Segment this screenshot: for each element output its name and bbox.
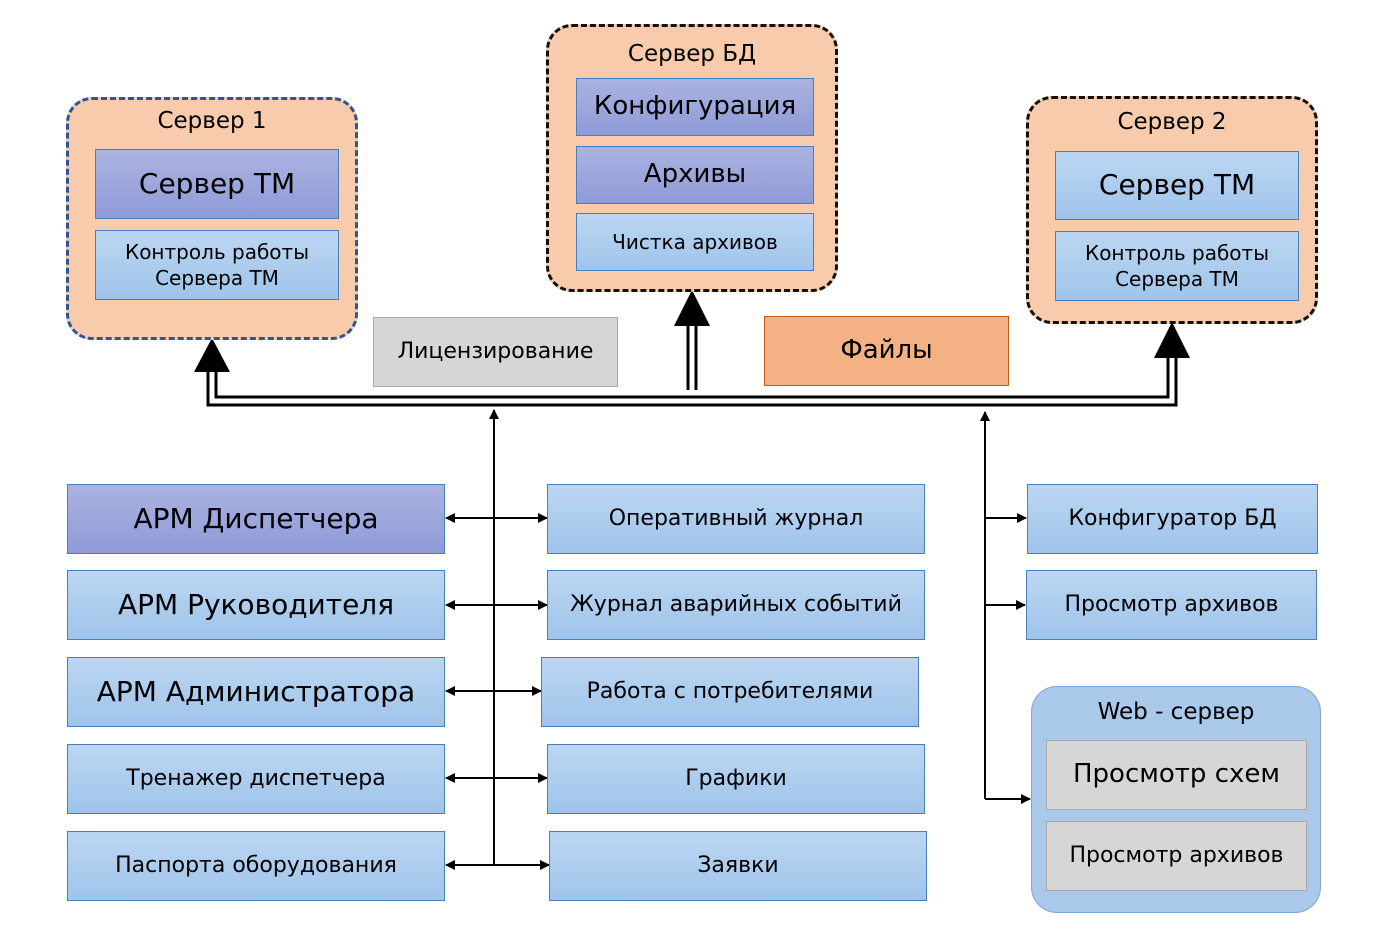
consumer-work: Работа с потребителями: [541, 657, 919, 727]
licensing-box: Лицензирование: [373, 317, 618, 387]
server-1-title: Сервер 1: [157, 108, 267, 134]
web-server-title: Web - сервер: [1097, 699, 1255, 725]
server-db-config: Конфигурация: [576, 78, 814, 136]
server-1-tm: Сервер ТМ: [95, 149, 339, 219]
charts: Графики: [547, 744, 925, 814]
archive-viewer: Просмотр архивов: [1026, 570, 1317, 640]
main-bus: [206, 326, 1178, 407]
web-schemes-viewer: Просмотр схем: [1046, 740, 1307, 810]
server-db-title: Сервер БД: [627, 41, 757, 67]
operational-log: Оперативный журнал: [547, 484, 925, 554]
server-2-control: Контроль работы Сервера ТМ: [1055, 231, 1299, 301]
server-db-cleanup: Чистка архивов: [576, 213, 814, 271]
server-1-control-line1: Контроль работы: [125, 240, 309, 264]
server-db-archives: Архивы: [576, 146, 814, 204]
arrow-to-server-db: [674, 290, 710, 326]
arm-manager: АРМ Руководителя: [67, 570, 445, 640]
emergency-log: Журнал аварийных событий: [547, 570, 925, 640]
web-archive-viewer: Просмотр архивов: [1046, 821, 1307, 891]
server-1-control-line2: Сервера ТМ: [155, 266, 279, 290]
arm-administrator: АРМ Администратора: [67, 657, 445, 727]
server-2-control-line1: Контроль работы: [1085, 241, 1269, 265]
arrow-to-server2: [1154, 322, 1190, 358]
db-configurator: Конфигуратор БД: [1027, 484, 1318, 554]
arm-dispatcher: АРМ Диспетчера: [67, 484, 445, 554]
server-2-tm: Сервер ТМ: [1055, 151, 1299, 220]
files-box: Файлы: [764, 316, 1009, 386]
server-2-title: Сервер 2: [1117, 109, 1227, 135]
equipment-passports: Паспорта оборудования: [67, 831, 445, 901]
arrow-to-server1: [194, 338, 230, 372]
server-1-control: Контроль работы Сервера ТМ: [95, 230, 339, 300]
requests: Заявки: [549, 831, 927, 901]
dispatcher-simulator: Тренажер диспетчера: [67, 744, 445, 814]
server-2-control-line2: Сервера ТМ: [1115, 267, 1239, 291]
